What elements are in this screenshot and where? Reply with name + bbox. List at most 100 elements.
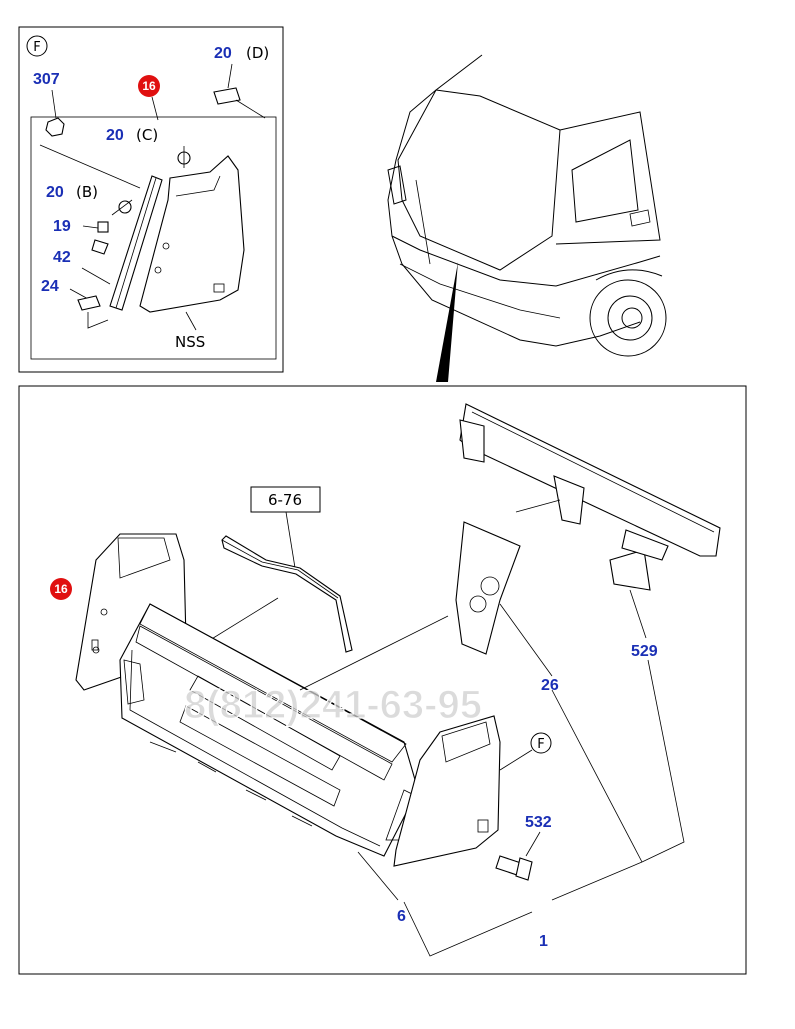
truck-windshield [397,89,561,271]
center-stay-bracket [455,521,521,655]
bolt-532-head [515,857,533,881]
leader-nss [185,311,197,331]
clip-307-icon [45,117,65,137]
grille-inner-bottom [129,649,381,847]
truck-wheel-rim [607,295,653,341]
stay-hole-1 [480,576,500,596]
truck-lower-line [399,263,561,319]
upper-cross-member [459,403,721,591]
leader-1-mid [551,689,643,863]
label-26: 26 [541,677,559,694]
watermark-phone: 8(812)241-63-95 [184,683,482,727]
leader-20d-b [235,99,266,119]
leader-insulation [209,597,279,641]
leader-1-left [403,901,533,957]
leader-stay-top [515,499,561,513]
cross-member-left-bracket [459,419,485,463]
truck-wheel-outer [589,279,667,357]
truck-side-cab [555,111,661,245]
detail-inner-frame [30,116,277,360]
insulation-pad-edge [221,539,339,599]
label-20d: 20 [214,45,232,62]
detail-frame [18,26,284,373]
right-panel-recess [441,721,491,763]
leader-532 [525,831,541,857]
label-42: 42 [53,249,71,266]
leader-16-detail [151,96,159,121]
left-panel-recess [117,537,171,579]
left-panel-hole-1 [100,608,108,616]
callout-16-detail [138,75,160,97]
grille-outer [119,603,419,857]
side-panel-detail [139,155,245,313]
leader-6-76 [285,511,297,575]
truck-wheel-arch [595,269,663,281]
cross-member-hinge [621,529,669,561]
leader-42 [81,267,111,285]
ref-box-6-76 [250,486,321,513]
cross-member-edge [471,411,715,533]
label-nss: NSS [175,333,205,351]
cross-member-center-bracket [553,475,585,525]
side-panel-recess [175,175,221,197]
right-panel-tab [477,819,489,833]
panel-tab [213,283,225,293]
truck-door-handle [629,209,651,227]
left-panel-slot [91,639,99,651]
leader-307 [51,89,57,119]
pad-42-icon [91,239,109,255]
bracket-24 [87,312,109,329]
label-6: 6 [397,908,406,925]
leader-1-right [551,659,685,901]
letter-c: (C) [136,126,158,144]
grille-slot-row [135,625,393,781]
screw-20b-icon [118,200,132,214]
leader-307-b [39,144,141,189]
label-19: 19 [53,218,71,235]
label-529: 529 [631,643,658,660]
view-f-main-circle [530,732,552,754]
right-side-panel [393,715,501,867]
letter-d: (D) [246,44,269,62]
leader-529 [629,589,647,639]
grille-bottom-tabs [149,741,313,827]
pad-19-icon [97,221,109,233]
label-532: 532 [525,814,552,831]
grille-left-bracket [123,659,145,705]
callout-16-main [50,578,72,600]
stay-hole-2 [469,595,487,613]
truck-door-window [571,139,639,223]
cross-member-lower-bracket [609,549,651,591]
moulding-strip-edge [115,177,157,309]
grille-top-rail [139,603,407,763]
label-16-detail: 16 [142,79,156,93]
grille-opening-2 [179,705,341,807]
label-307: 307 [33,71,60,88]
truck-wheel-hub [621,307,643,329]
view-f-main-letter: F [537,737,544,752]
label-24: 24 [41,278,59,295]
letter-b: (B) [76,183,98,201]
main-frame [18,385,747,975]
truck-outline-front [387,54,641,347]
grille-opening-1 [189,675,341,771]
truck-bumper-line [391,235,661,287]
cross-member-body [459,403,721,557]
pad-24-icon [77,295,101,311]
label-6-76: 6-76 [268,491,302,509]
leader-f-main [499,749,533,771]
label-20b: 20 [46,184,64,201]
clip-20d-icon [213,87,241,105]
label-20c: 20 [106,127,124,144]
truck-mirror [387,165,407,205]
leader-26 [499,603,553,677]
panel-hole-1 [154,266,162,274]
leader-stay-grille [299,615,449,691]
leader-20d [227,63,233,89]
label-16-main: 16 [54,582,68,596]
leader-19 [82,225,99,229]
label-1: 1 [539,933,548,950]
truck-sketch [387,54,667,382]
view-f-circle [26,35,48,57]
